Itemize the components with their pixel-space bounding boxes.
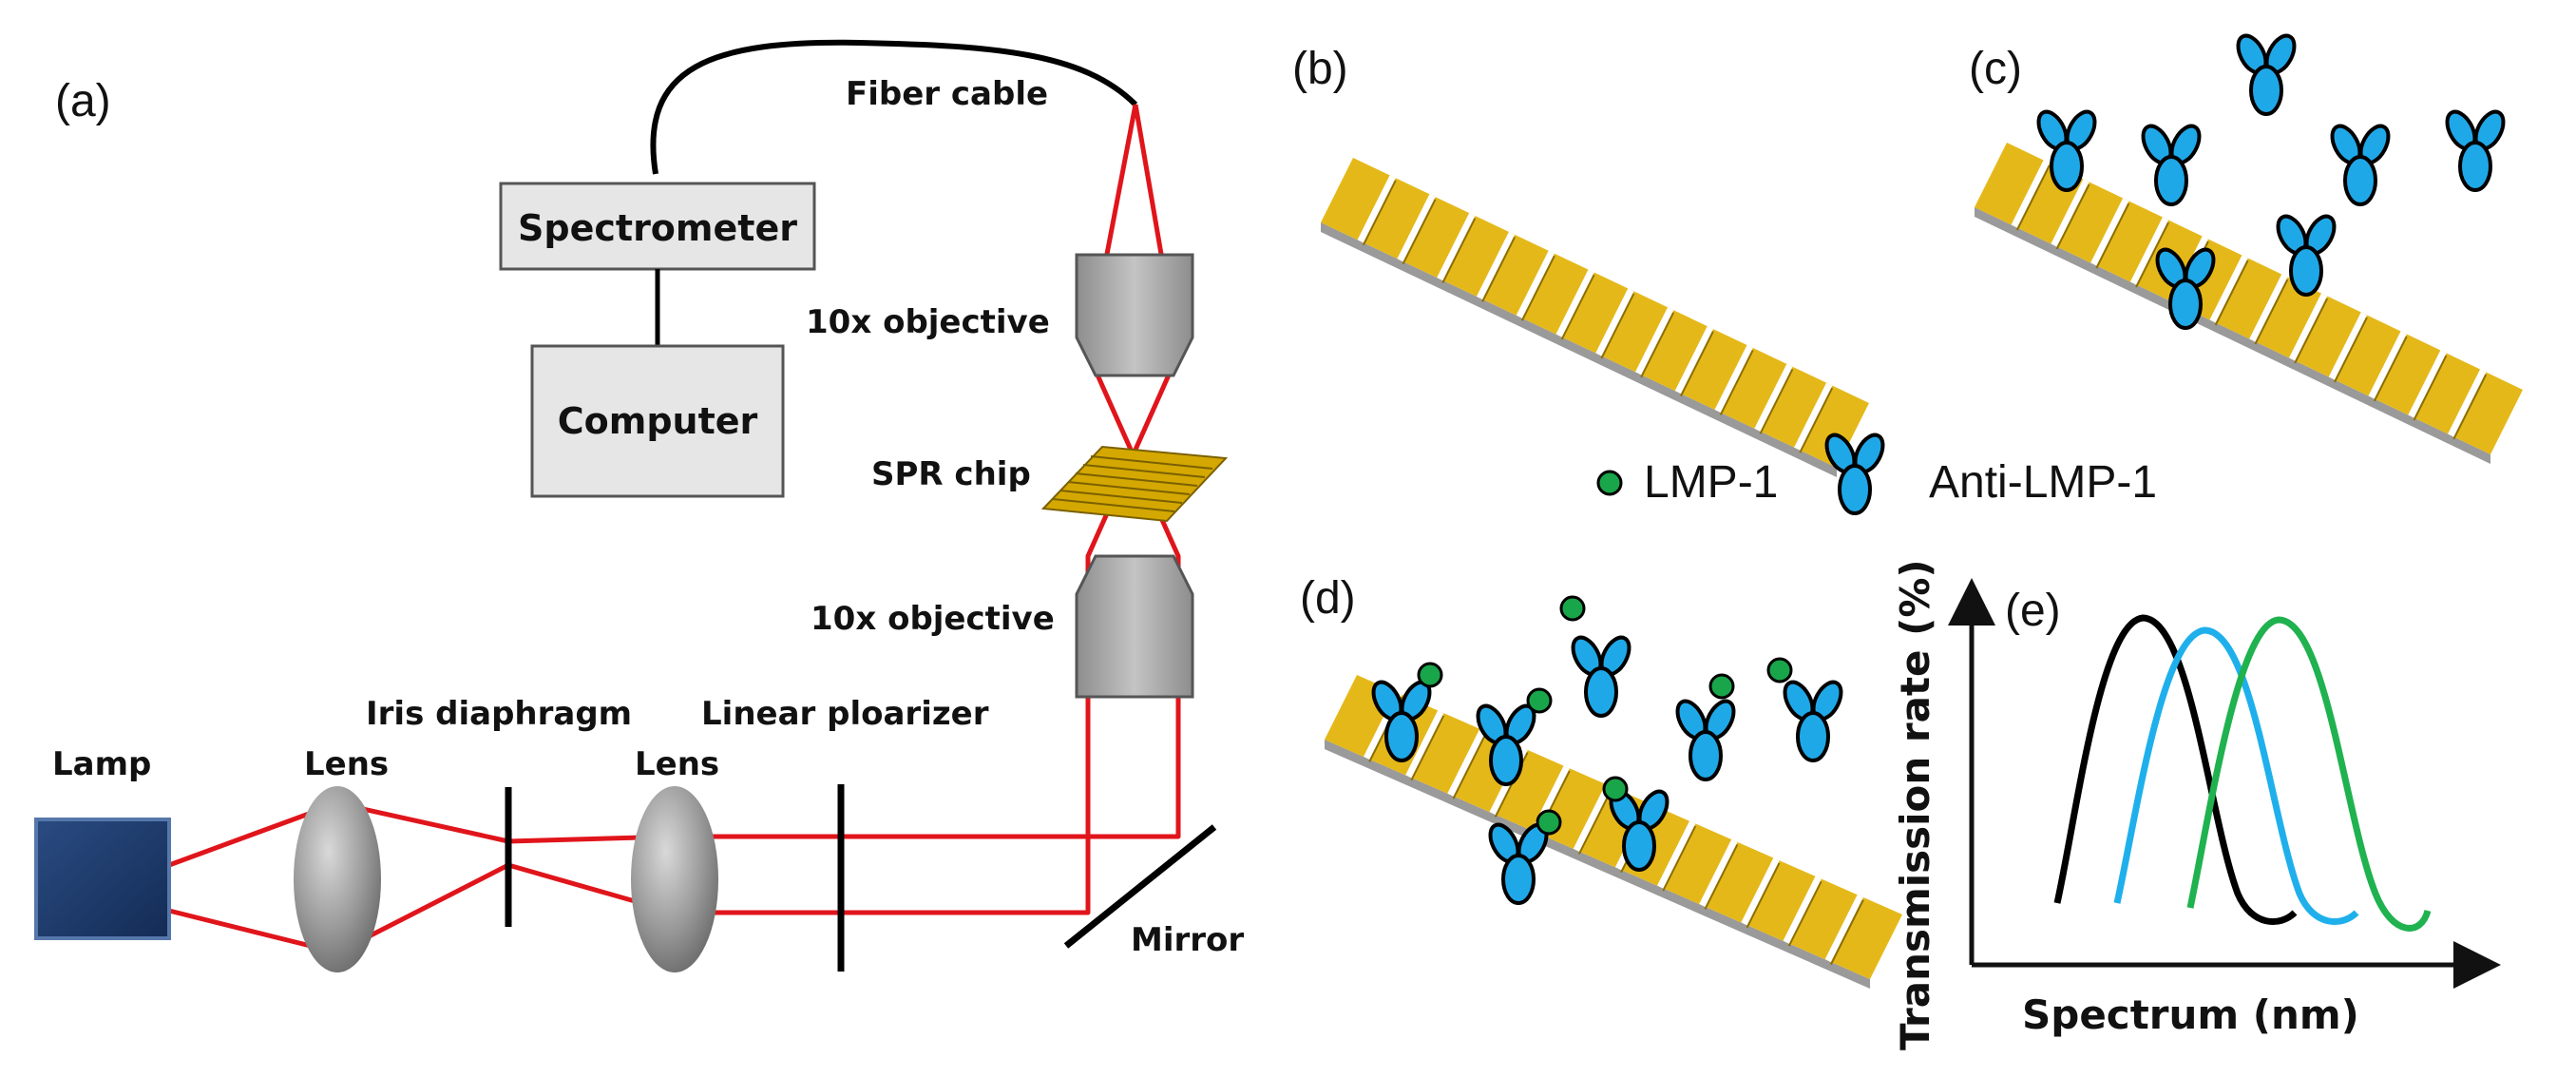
grating-ridge xyxy=(2129,217,2169,285)
antigen-dot xyxy=(1417,662,1443,688)
panel-label-a: (a) xyxy=(55,76,111,126)
grating-ridge xyxy=(2249,274,2288,342)
computer-label: Computer xyxy=(558,400,758,442)
fiber-cable-label: Fiber cable xyxy=(846,75,1048,113)
grating-ridge xyxy=(1674,326,1714,395)
y-axis-label: Transmission rate (%) xyxy=(1892,559,1938,1050)
grating-ridge xyxy=(1657,820,1696,889)
lens-1 xyxy=(294,786,381,972)
panel-label-e: (e) xyxy=(2005,586,2061,636)
panel-e-spectrum: (e) Transmission rate (%) Spectrum (nm) xyxy=(1892,559,2501,1050)
grating-ridge xyxy=(1699,838,1738,908)
grating-ridge xyxy=(1447,728,1486,797)
grating-ridge xyxy=(1397,194,1436,262)
antibody-molecule xyxy=(2445,109,2506,192)
antibody-molecule xyxy=(2236,33,2297,116)
panel-a-setup: (a) Fiber cable Spectrometer Computer 10… xyxy=(34,39,1244,972)
antigen-dot xyxy=(1766,657,1793,683)
spectrometer-label: Spectrometer xyxy=(518,207,797,249)
objective-top xyxy=(1075,253,1194,377)
lamp xyxy=(34,818,171,940)
spr-chip xyxy=(1040,445,1229,523)
antigen-dot xyxy=(1526,687,1553,714)
objective-bottom xyxy=(1075,554,1194,699)
grating-ridge xyxy=(2328,312,2368,380)
grating-ridge xyxy=(1595,288,1634,356)
grating-ridge xyxy=(1783,876,1822,944)
grating-ridge xyxy=(1476,231,1516,299)
mirror-label: Mirror xyxy=(1131,921,1244,959)
grating-ridge xyxy=(1754,363,1793,432)
computer-box xyxy=(530,344,785,498)
polarizer-label: Linear ploarizer xyxy=(701,695,989,733)
spectrum-curve-1 xyxy=(2053,614,2298,926)
grating-ridge xyxy=(2209,255,2248,323)
grating-ridge xyxy=(2408,350,2447,418)
grating-surface-d xyxy=(1325,675,1902,989)
grating-ridge xyxy=(1555,269,1594,337)
panel-b-grating: (b) xyxy=(1292,44,1869,477)
grating-ridge xyxy=(2368,331,2407,399)
antigen-dot xyxy=(1708,673,1735,700)
objective-top-label: 10x objective xyxy=(806,303,1050,341)
lens-2-label: Lens xyxy=(635,745,719,783)
panel-label-c: (c) xyxy=(1969,44,2022,94)
objective-bottom-label: 10x objective xyxy=(811,600,1055,638)
grating-ridge xyxy=(1741,857,1780,926)
antigen-dot xyxy=(1536,809,1562,836)
grating-ridge xyxy=(1824,895,1863,963)
grating-ridge xyxy=(1357,175,1396,243)
antibody-antigen-complex xyxy=(1783,680,1843,762)
grating-ridge xyxy=(2011,160,2050,228)
antibody-molecule xyxy=(2330,124,2391,206)
x-axis-label: Spectrum (nm) xyxy=(2022,991,2359,1038)
antibody-antigen-complex xyxy=(1371,680,1432,762)
grating-ridge xyxy=(2448,369,2487,437)
iris-label: Iris diaphragm xyxy=(366,695,632,733)
panel-label-d: (d) xyxy=(1300,573,1356,624)
mirror xyxy=(1063,824,1217,949)
grating-ridge xyxy=(1405,710,1444,779)
antibody-molecule xyxy=(2141,124,2202,206)
antigen-dot xyxy=(1602,776,1629,802)
antibody-antigen-complex xyxy=(1571,635,1631,718)
legend-antibody-label: Anti-LMP-1 xyxy=(1929,457,2157,508)
grating-surface-b xyxy=(1321,158,1869,477)
antigen-dot xyxy=(1559,595,1586,622)
grating-ridge xyxy=(1573,783,1612,852)
legend: LMP-1 Anti-LMP-1 xyxy=(1596,433,2157,515)
grating-ridge xyxy=(2090,198,2129,266)
panel-c-antibody-grating: (c) xyxy=(1969,33,2523,464)
grating-ridge xyxy=(1635,307,1674,375)
lamp-label: Lamp xyxy=(52,745,151,783)
antibody-molecule xyxy=(2155,247,2216,330)
panel-d-bound-grating: (d) xyxy=(1300,573,1902,989)
antibody-molecule xyxy=(2276,214,2337,297)
antibody-antigen-complex xyxy=(1675,699,1736,781)
antibody-antigen-complex xyxy=(1476,703,1536,786)
grating-ridge xyxy=(2051,179,2089,247)
antibody-antigen-complex xyxy=(1488,822,1549,905)
legend-antigen-label: LMP-1 xyxy=(1644,457,1778,508)
lens-1-label: Lens xyxy=(304,745,389,783)
grating-ridge xyxy=(1714,344,1753,414)
spectrum-curve-3 xyxy=(2186,616,2432,932)
legend-antigen-icon xyxy=(1596,470,1623,496)
grating-ridge xyxy=(1437,212,1476,281)
panel-label-b: (b) xyxy=(1292,44,1348,94)
fiber-cable xyxy=(650,39,1138,175)
antibody-molecule xyxy=(2036,109,2097,192)
legend-antibody-icon xyxy=(1824,433,1885,515)
grating-surface-c xyxy=(1975,143,2523,464)
lens-2 xyxy=(631,786,718,972)
grating-ridge xyxy=(1794,382,1833,451)
spectrum-curve-2 xyxy=(2113,626,2359,926)
grating-ridge xyxy=(1516,250,1555,318)
spr-chip-label: SPR chip xyxy=(871,455,1031,493)
grating-ridge xyxy=(2289,293,2328,361)
